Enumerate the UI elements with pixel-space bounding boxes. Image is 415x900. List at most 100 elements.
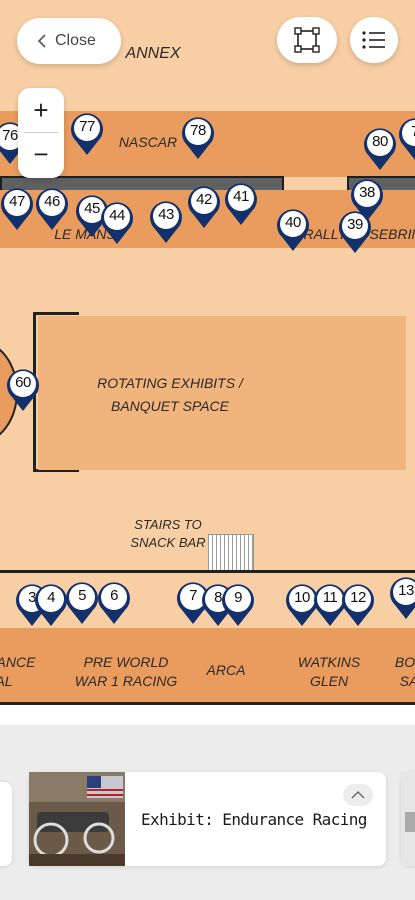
map-pin-icon [364,128,396,170]
preworld-label-line2: WAR 1 RACING [74,673,178,689]
floor-map[interactable]: NASCAR ANNEX LE MANS RALLY SEBRING ROTAT… [0,0,415,705]
chevron-up-icon [351,791,365,799]
watkins-label-line1: WATKINS [297,654,361,670]
close-button[interactable]: Close [17,18,121,64]
rotating-exhibits-label-line1: ROTATING EXHIBITS / [97,375,243,391]
list-view-button[interactable] [350,17,398,63]
exhibit-pin-12[interactable]: 12 [341,582,375,628]
pin-number: 10 [294,589,310,606]
exhibit-pin-60[interactable]: 60 [6,367,40,413]
zoom-in-button[interactable]: + [33,95,49,125]
map-pin-icon [286,584,318,626]
map-pin-icon [98,582,130,624]
pin-number: 47 [9,193,25,210]
pin-number: 39 [347,216,363,233]
exhibit-pin-41[interactable]: 41 [224,181,258,227]
map-pin-icon [7,369,40,411]
exhibit-pin-5[interactable]: 5 [65,580,99,626]
map-pin-icon [182,117,214,159]
exhibit-pin-44[interactable]: 44 [100,200,134,246]
list-icon [362,31,385,49]
pin-number: 76 [2,127,18,144]
rotating-exhibits-area [38,316,406,470]
pin-number: 44 [109,207,125,224]
zoom-controls: + − [18,88,64,178]
pin-number: 77 [79,118,95,135]
arca-label: ARCA [206,662,246,678]
exhibit-pin-11[interactable]: 11 [313,582,347,628]
pin-number: 80 [372,133,388,150]
stairs-icon [208,534,254,572]
exhibit-card-prev[interactable] [0,782,12,866]
exhibit-thumbnail [29,772,125,866]
expand-button[interactable] [343,784,373,806]
exhibit-pin-42[interactable]: 42 [187,184,221,230]
exhibit-pin-80[interactable]: 80 [363,126,397,172]
fit-to-screen-button[interactable] [277,17,337,63]
pin-number: 3 [28,589,36,606]
frame-corners-icon [294,27,320,53]
pin-number: 60 [15,374,31,391]
map-pin-icon [225,183,257,225]
exhibit-card[interactable]: Exhibit: Endurance Racing [29,772,386,866]
exhibit-pin-38[interactable]: 38 [350,177,384,223]
pin-number: 42 [196,191,212,208]
pin-number: 40 [285,214,301,231]
exhibit-pin-79[interactable]: 7 [398,116,415,162]
pin-number: 7 [398,123,415,140]
exhibit-card-next[interactable] [401,772,415,866]
map-pin-icon [399,118,415,160]
exhibit-pin-10[interactable]: 10 [285,582,319,628]
close-label: Close [55,32,96,49]
pin-number: 7 [189,587,197,604]
exhibit-pin-4[interactable]: 4 [34,582,68,628]
stairs-label-line1: STAIRS TO [134,517,202,532]
exhibit-pin-7[interactable]: 7 [176,580,210,626]
exhibit-pin-39[interactable]: 39 [338,209,372,255]
exhibit-pin-43[interactable]: 43 [149,199,183,245]
map-pin-icon [314,584,346,626]
bo-label-line1: BO [394,654,415,670]
exhibit-pin-78[interactable]: 78 [181,115,215,161]
exhibit-pin-40[interactable]: 40 [276,207,310,253]
exhibit-pin-13[interactable]: 13 [389,575,415,621]
exhibit-pin-46[interactable]: 46 [35,186,69,232]
pin-number: 8 [214,589,222,606]
stairs-label-line2: SNACK BAR [130,535,206,550]
map-pin-icon [150,201,182,243]
preworld-label-line1: PRE WORLD [83,654,169,670]
exhibit-carousel[interactable]: Exhibit: Endurance Racing [0,725,415,900]
bottom-exhibit-band [0,628,415,702]
map-pin-icon [342,584,374,626]
exhibit-pin-6[interactable]: 6 [97,580,131,626]
nascar-label: NASCAR [118,134,178,150]
map-pin-icon [71,113,103,155]
pin-number: 78 [190,122,206,139]
rotating-exhibits-label-line2: BANQUET SPACE [111,398,229,414]
map-pin-icon [35,584,67,626]
pin-number: 5 [78,587,86,604]
pin-number: 11 [322,589,338,606]
pin-number: 9 [234,589,242,606]
map-pin-icon [339,211,371,253]
pin-number: 13 [398,582,414,599]
map-pin-icon [36,188,68,230]
zoom-out-button[interactable]: − [33,139,49,169]
pin-number: 12 [350,589,366,606]
exhibit-pin-45[interactable]: 45 [75,193,109,239]
map-pin-icon [351,179,383,221]
pin-number: 38 [359,184,375,201]
annex-label: ANNEX [125,45,181,62]
sebring-label: SEBRING [369,226,415,242]
map-pin-icon [222,584,254,626]
map-pin-icon [277,209,309,251]
rally-label: RALLY [303,226,347,242]
pin-number: 43 [158,206,174,223]
watkins-label-line2: GLEN [309,673,349,689]
map-pin-icon [188,186,220,228]
exhibit-pin-77[interactable]: 77 [70,111,104,157]
exhibit-pin-47[interactable]: 47 [0,186,34,232]
sheet-top-gap [0,705,415,725]
exhibit-pin-9[interactable]: 9 [221,582,255,628]
map-pin-icon [390,577,415,619]
